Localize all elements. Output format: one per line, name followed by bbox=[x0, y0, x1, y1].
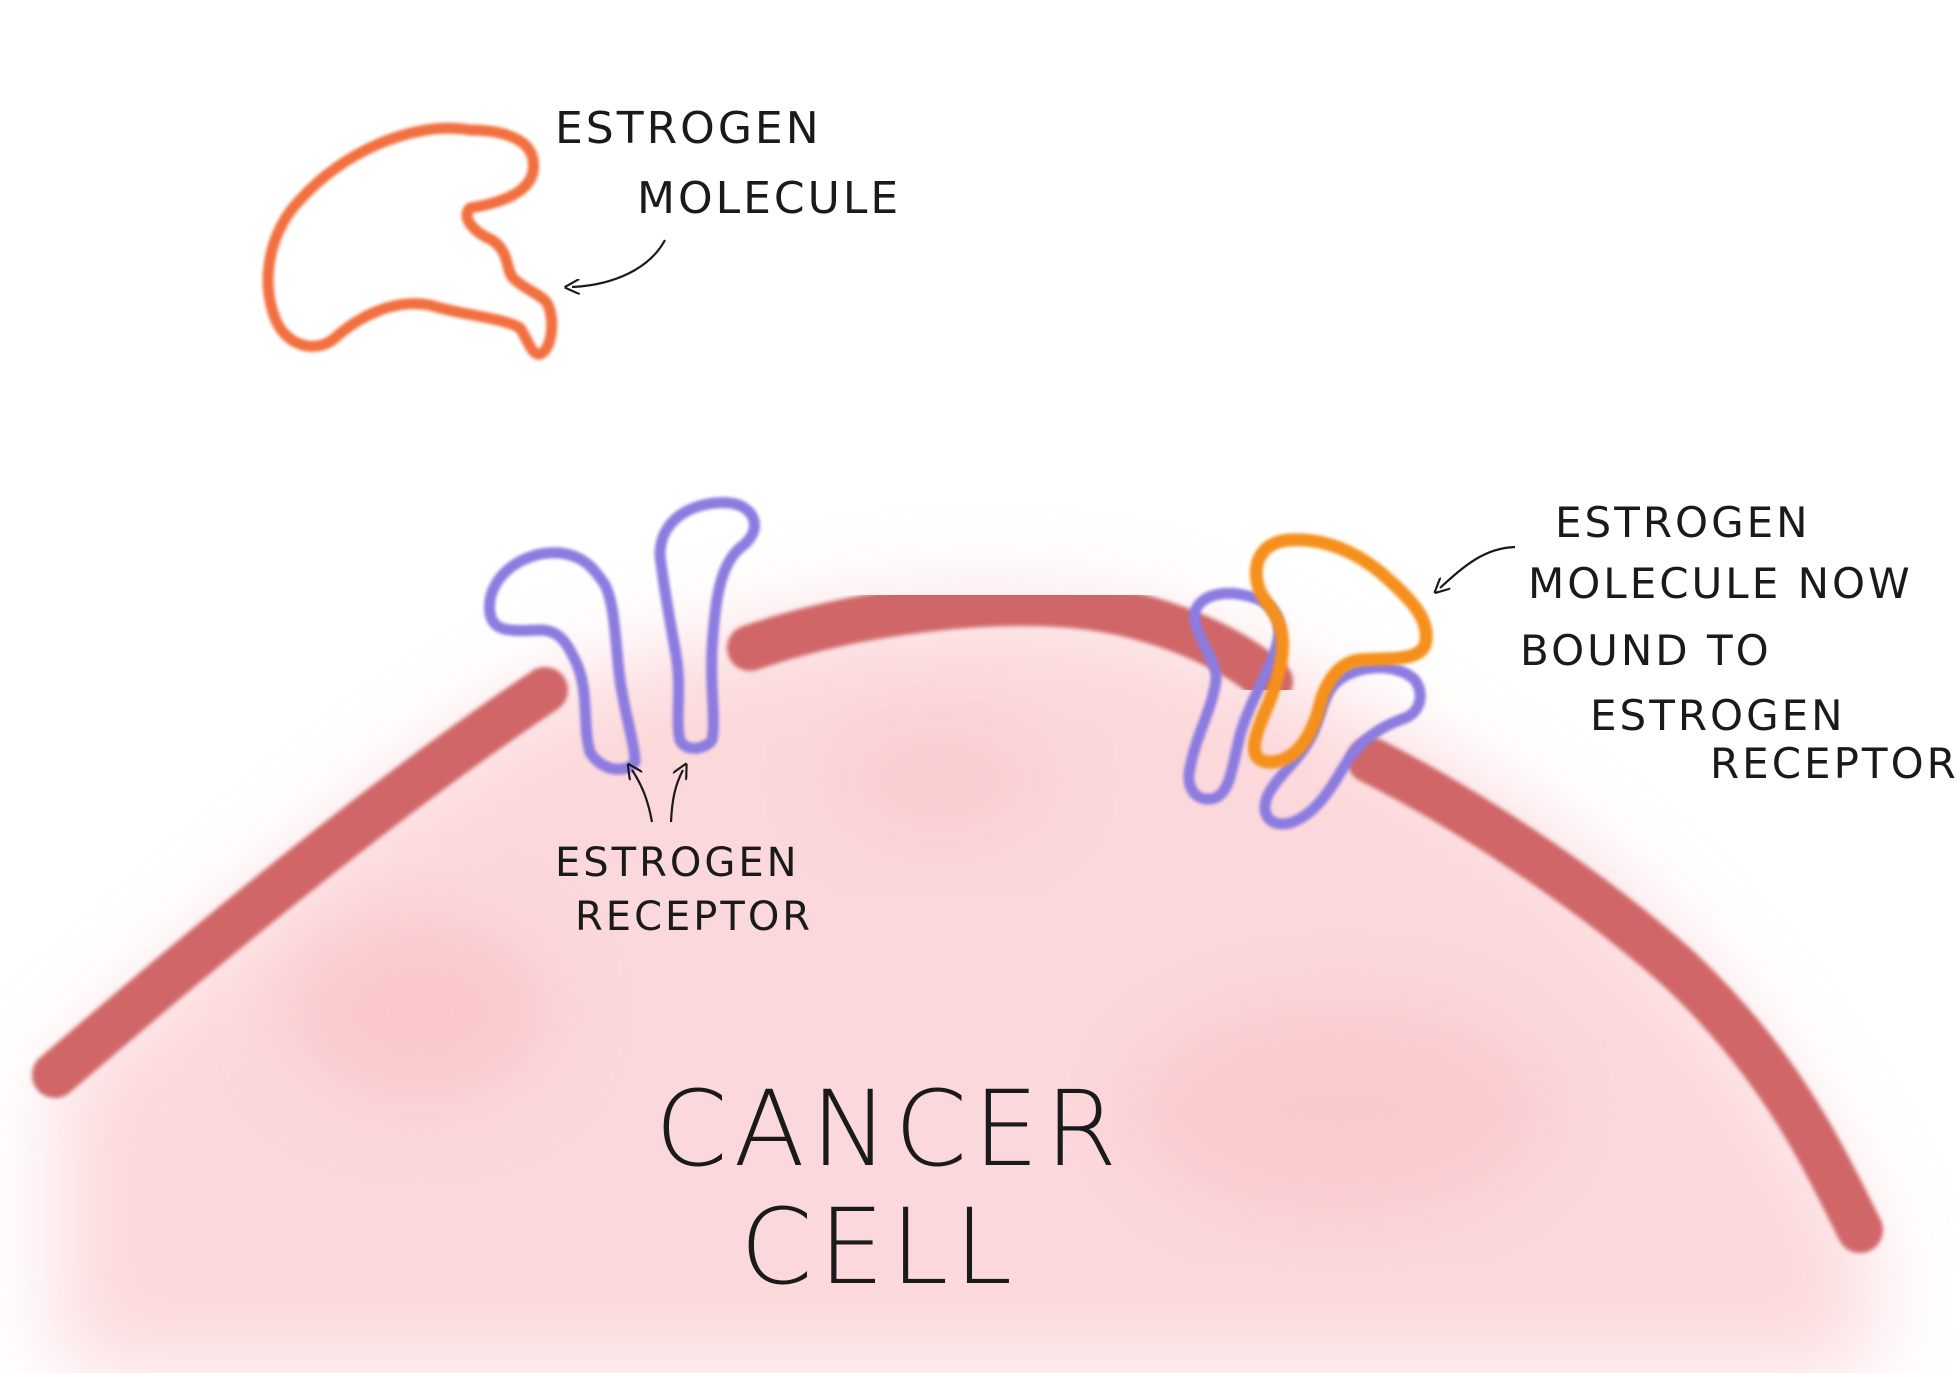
label-cell: CELL bbox=[740, 1186, 1018, 1308]
cell-membrane-segment bbox=[32, 667, 568, 1098]
label-bound-line4: ESTROGEN bbox=[1590, 691, 1846, 740]
label-bound-line3: BOUND TO bbox=[1520, 626, 1772, 675]
estrogen-receptor-bound bbox=[1183, 533, 1433, 830]
labels: ESTROGEN MOLECULE ESTROGEN RECEPTOR ESTR… bbox=[555, 103, 1957, 1308]
arrow-to-estrogen-molecule bbox=[572, 239, 666, 287]
estrogen-molecule-free bbox=[262, 122, 558, 360]
cell-interior-spot bbox=[290, 920, 550, 1100]
estrogen-receptor-open bbox=[484, 497, 760, 775]
cell-membrane-segment bbox=[1347, 737, 1883, 1253]
arrow-to-bound-estrogen bbox=[1440, 545, 1516, 588]
cell-interior-spot bbox=[1130, 1000, 1550, 1220]
arrow-to-receptor-right bbox=[669, 770, 683, 823]
label-estrogen-receptor-line2: RECEPTOR bbox=[575, 894, 813, 940]
annotation-arrows bbox=[572, 239, 1516, 823]
cell-interior-spot bbox=[830, 720, 1050, 840]
arrow-to-receptor-left bbox=[632, 770, 654, 823]
cell-membrane bbox=[32, 579, 1883, 1253]
label-bound-line5: RECEPTOR bbox=[1710, 739, 1957, 788]
estrogen-receptor-left-arm bbox=[484, 547, 641, 775]
label-bound-line1: ESTROGEN bbox=[1555, 498, 1811, 547]
label-estrogen-molecule-line1: ESTROGEN bbox=[555, 103, 822, 154]
cell-membrane-segment bbox=[727, 579, 1293, 705]
estrogen-molecule-bound bbox=[1248, 533, 1433, 769]
label-bound-line2: MOLECULE NOW bbox=[1528, 559, 1913, 608]
label-estrogen-molecule-line2: MOLECULE bbox=[637, 173, 901, 224]
label-cancer: CANCER bbox=[655, 1068, 1123, 1190]
label-estrogen-receptor-line1: ESTROGEN bbox=[555, 840, 800, 886]
estrogen-receptor-right-arm bbox=[654, 497, 760, 754]
